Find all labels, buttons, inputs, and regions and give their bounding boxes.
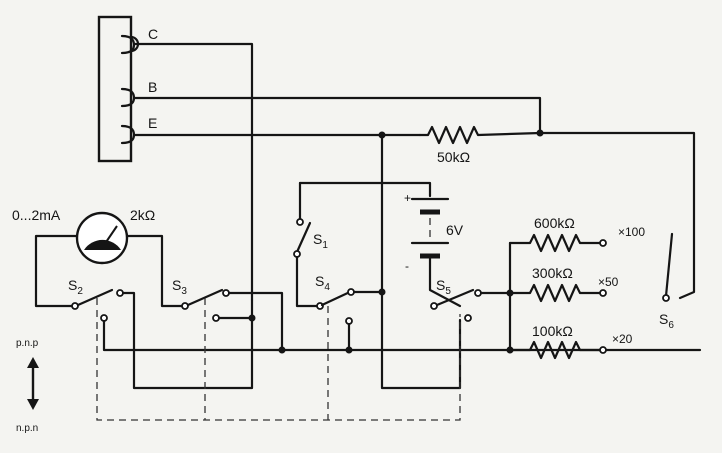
transistor-socket — [97, 15, 140, 163]
label-x50: ×50 — [598, 275, 619, 289]
meter-left-wire — [34, 234, 79, 308]
label-s1: S1 — [313, 231, 328, 251]
base-wire — [132, 96, 542, 135]
s2-upper-wire — [121, 291, 254, 390]
double-arrow-icon — [27, 357, 39, 410]
meter-range: 0...2mA — [12, 207, 61, 223]
resistor-50k — [418, 125, 542, 145]
collector-wire — [132, 42, 254, 302]
label-s4: S4 — [315, 273, 330, 293]
switch-s6-blade — [664, 232, 674, 298]
label-50k: 50kΩ — [437, 149, 470, 165]
label-s5: S5 — [436, 277, 451, 297]
label-s3: S3 — [172, 277, 187, 297]
resistor-300k — [508, 283, 602, 303]
s2-lower-wire — [102, 319, 702, 352]
label-npn: n.p.n — [16, 423, 38, 434]
battery — [410, 197, 450, 259]
label-600k: 600kΩ — [534, 215, 575, 231]
label-s2: S2 — [68, 277, 83, 297]
switch-s5-blade — [435, 288, 475, 307]
resistor-100k — [508, 340, 602, 360]
meter-right-wire — [125, 234, 184, 308]
label-300k: 300kΩ — [532, 265, 573, 281]
switch-s3-blade — [186, 288, 224, 307]
label-x100: ×100 — [618, 225, 645, 239]
socket-label-b: B — [148, 79, 157, 95]
switch-s4-blade — [320, 289, 354, 307]
resistor-600k — [508, 233, 602, 253]
label-pnp: p.n.p — [16, 338, 39, 349]
milliammeter — [75, 211, 129, 265]
emitter-down-wire — [380, 133, 462, 390]
s3-upper-wire — [227, 291, 284, 352]
label-s6: S6 — [659, 311, 674, 331]
label-100k: 100kΩ — [532, 323, 573, 339]
battery-minus: - — [405, 259, 409, 273]
s1-wire-bottom — [295, 255, 320, 308]
switch-gang-linkage — [96, 298, 461, 421]
battery-top-wire — [298, 181, 432, 198]
switch-s1-blade — [295, 221, 312, 254]
switch-s2-blade — [76, 288, 114, 307]
socket-label-e: E — [148, 115, 157, 131]
socket-label-c: C — [148, 26, 158, 42]
label-x20: ×20 — [612, 332, 633, 346]
battery-plus: + — [404, 191, 411, 205]
meter-resistance: 2kΩ — [130, 207, 155, 223]
s6-feed-wire — [538, 131, 696, 300]
battery-voltage: 6V — [446, 222, 464, 238]
